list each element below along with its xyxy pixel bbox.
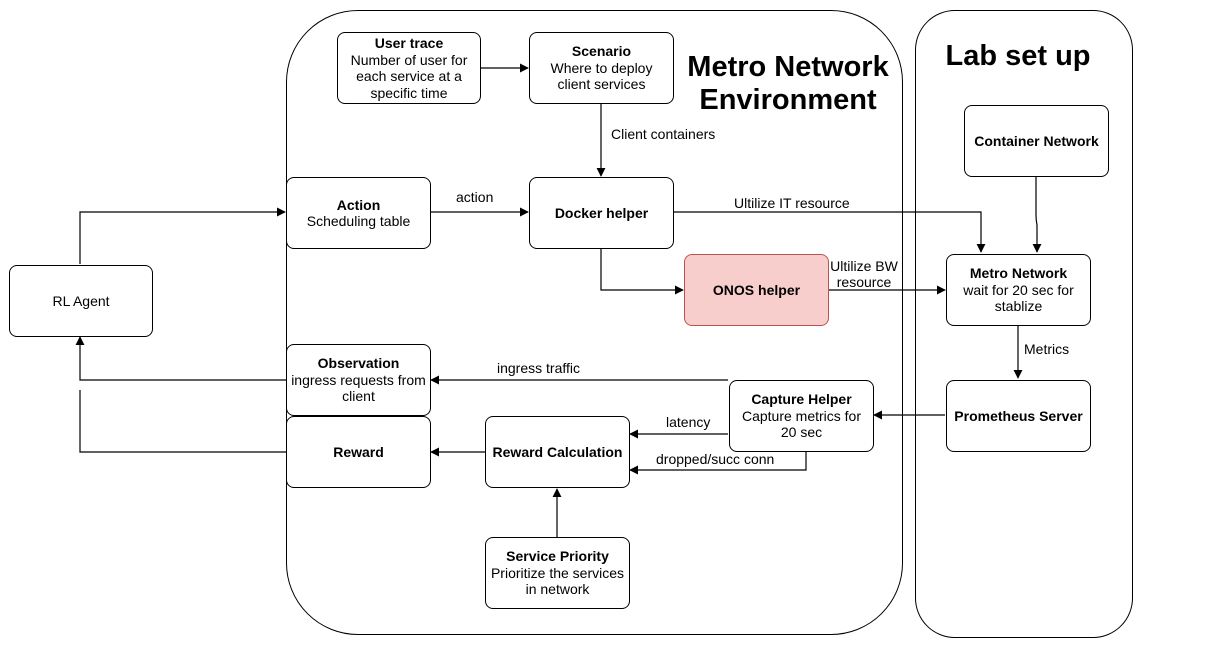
metro-network-desc: wait for 20 sec for stablize [963,281,1074,315]
scenario-desc: Where to deploy client services [550,59,653,93]
edge-agent-action [79,207,286,264]
service-priority-title: Service Priority [506,548,609,565]
onos-helper-box: ONOS helper [684,254,829,326]
environment-title-line2: Environment [699,84,877,116]
edge-label-utilize-bw-line2: resource [836,274,892,290]
scenario-box: Scenario Where to deploy client services [529,32,674,104]
user-trace-desc: Number of user for each service at a spe… [350,51,468,101]
capture-helper-title: Capture Helper [751,391,852,408]
docker-helper-box: Docker helper [529,177,674,249]
rl-agent-label: RL Agent [52,292,110,309]
metro-network-title: Metro Network [969,265,1068,282]
reward-calculation-title: Reward Calculation [492,443,623,460]
edge-label-ingress-traffic: ingress traffic [497,360,580,376]
edge-label-utilize-bw: Ultilize BW resource [829,258,899,290]
service-priority-box: Service Priority Prioritize the services… [485,537,630,609]
scenario-title: Scenario [571,43,632,60]
rl-agent-box: RL Agent [9,265,153,337]
onos-helper-title: ONOS helper [712,281,801,298]
service-priority-desc: Prioritize the services in network [490,564,625,598]
observation-title: Observation [317,355,400,372]
docker-helper-title: Docker helper [554,204,649,221]
environment-region [286,10,903,635]
lab-title: Lab set up [925,40,1111,73]
capture-helper-box: Capture Helper Capture metrics for 20 se… [729,380,874,452]
observation-desc: ingress requests from client [291,371,426,405]
edge-label-utilize-bw-line1: Ultilize BW [830,258,898,274]
prometheus-server-box: Prometheus Server [946,380,1091,452]
edge-label-action: action [456,189,494,205]
action-box: Action Scheduling table [286,177,431,249]
user-trace-box: User trace Number of user for each servi… [337,32,481,104]
container-network-box: Container Network [964,105,1109,177]
environment-title-line1: Metro Network [687,51,889,83]
environment-title: Metro Network Environment [678,51,898,117]
prometheus-server-title: Prometheus Server [954,407,1083,424]
edge-capture-rewardcalc-dropped [629,451,807,475]
capture-helper-desc: Capture metrics for 20 sec [741,407,862,441]
edge-docker-metro [674,211,986,253]
edge-container-metro [1032,177,1042,253]
edge-reward-agent [79,390,286,453]
container-network-title: Container Network [974,132,1099,149]
user-trace-title: User trace [374,35,444,51]
lab-region [915,10,1133,638]
lab-title-text: Lab set up [945,40,1091,72]
reward-box: Reward [286,416,431,488]
edge-observation-agent [75,336,286,381]
metro-network-box: Metro Network wait for 20 sec for stabli… [946,254,1091,326]
edge-label-utilize-it: Ultilize IT resource [734,195,850,211]
edge-label-latency: latency [666,414,711,430]
reward-title: Reward [333,443,384,460]
edge-label-dropped: dropped/succ conn [656,451,775,467]
edge-label-client-containers: Client containers [611,126,716,142]
edge-label-metrics: Metrics [1024,341,1070,357]
reward-calculation-box: Reward Calculation [485,416,630,488]
observation-box: Observation ingress requests from client [286,344,431,416]
action-desc: Scheduling table [306,213,411,229]
action-title: Action [336,196,381,213]
edge-docker-onos [600,249,684,295]
